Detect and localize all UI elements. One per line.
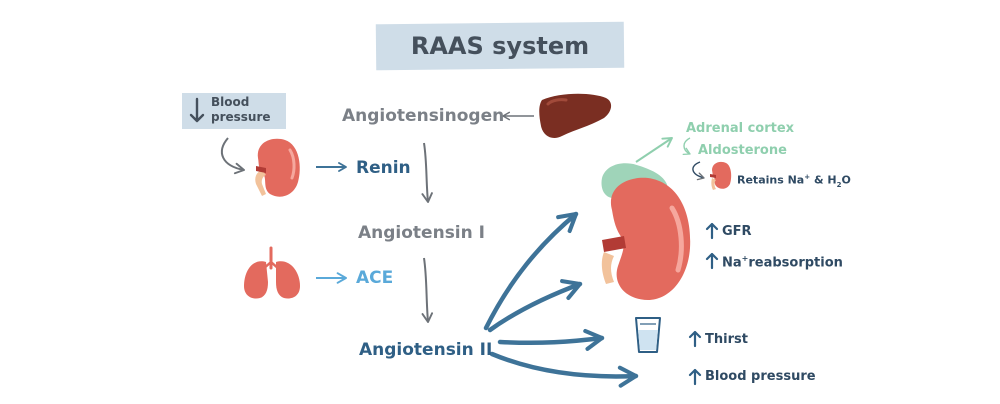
aldosterone-label: Aldosterone [698, 143, 787, 158]
adrenal-to-cortex-arrow [635, 137, 673, 163]
lungs-icon [244, 246, 300, 299]
down-arrow-icon [189, 97, 205, 123]
cortex-to-aldosterone-arrow [682, 137, 691, 156]
liver-icon [539, 93, 612, 138]
glass-of-water-icon [635, 317, 661, 353]
na-reabsorption-label: Na+reabsorption [722, 254, 843, 271]
blood-pressure-label: Blood pressure [211, 95, 281, 125]
blood-pressure-line2: pressure [211, 110, 271, 124]
adrenal-cortex-label: Adrenal cortex [686, 121, 795, 136]
thirst-label: Thirst [705, 332, 748, 347]
arrow-to-thirst [497, 328, 605, 351]
ace-label: ACE [356, 268, 394, 288]
arrow-to-adrenal [483, 211, 579, 331]
angiotensin-i-label: Angiotensin I [358, 223, 485, 243]
angiotensin-ii-label: Angiotensin II [359, 340, 493, 360]
renin-arrow-to-angiotensin-i [421, 142, 433, 203]
kidney-icon [255, 138, 300, 197]
blood-pressure-line1: Blood [211, 95, 250, 109]
up-arrow-icon [688, 222, 719, 386]
arrow-to-blood-pressure [489, 351, 639, 388]
angiotensinogen-label: Angiotensinogen [342, 106, 505, 126]
small-kidney-icon [710, 161, 732, 190]
blood-pressure-effect-label: Blood pressure [705, 369, 816, 384]
ace-arrow-to-angiotensin-ii [421, 257, 434, 323]
diagram-title: RAAS system [410, 32, 590, 60]
gfr-label: GFR [722, 224, 752, 239]
bp-to-kidney-arrow [220, 137, 245, 175]
blood-pressure-box [182, 93, 286, 129]
large-kidney-icon [601, 177, 691, 300]
retains-label: Retains Na+ & H2O [737, 173, 851, 189]
renin-label: Renin [356, 158, 411, 178]
arrow-to-kidney [487, 279, 583, 333]
aldosterone-to-kidney-arrow [692, 161, 705, 181]
